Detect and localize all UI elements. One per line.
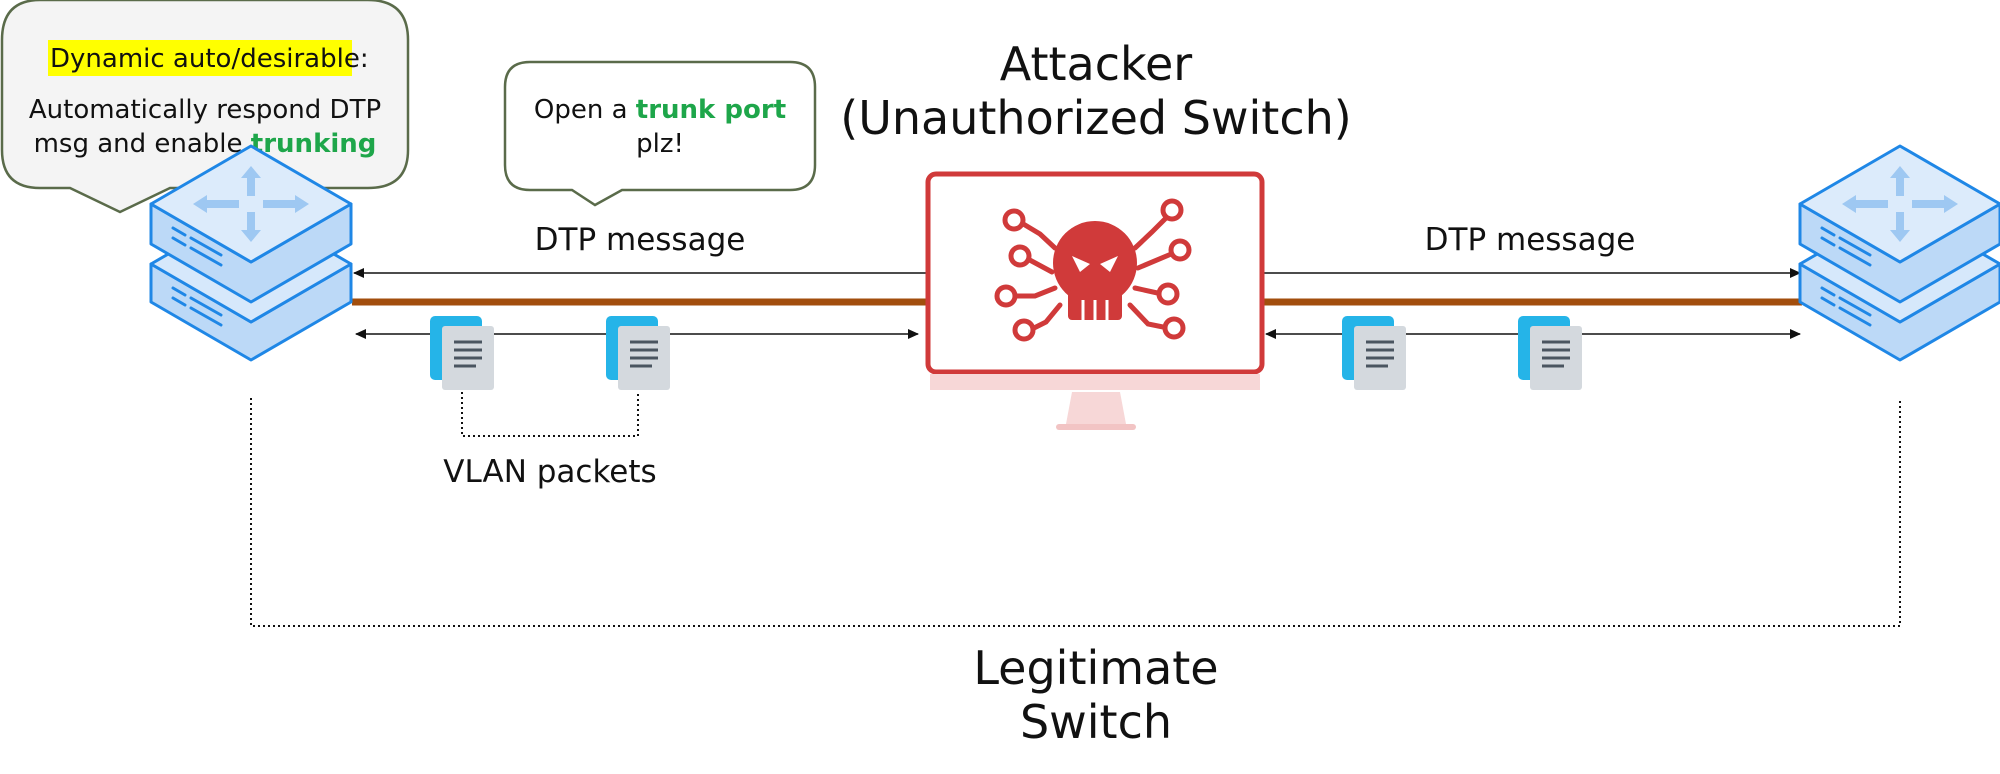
bubble-mid-trunk-port: trunk port <box>636 95 786 125</box>
bubble-mid: Open a trunk port plz! <box>503 60 817 207</box>
bubble-left: Dynamic auto/desirable: Automatically re… <box>0 0 410 214</box>
attacker-subtitle: (Unauthorized Switch) <box>840 91 1351 145</box>
svg-text:Open a trunk port: Open a trunk port <box>534 95 786 125</box>
bubble-mid-line2: plz! <box>636 129 684 159</box>
bubble-mid-line1: Open a <box>534 95 636 125</box>
bubble-left-line2: Automatically respond DTP <box>29 95 381 125</box>
legitimate-label-line2: Switch <box>1020 695 1172 749</box>
bubble-left-line3: msg and enable <box>34 129 251 159</box>
attacker-monitor-icon <box>925 171 1265 430</box>
dtp-label-right: DTP message <box>1425 222 1636 258</box>
packet-icon-2 <box>606 316 670 390</box>
dtp-label-left: DTP message <box>535 222 746 258</box>
vlan-packets-label: VLAN packets <box>443 454 656 490</box>
skull-icon <box>994 198 1192 342</box>
packet-icon-3 <box>1342 316 1406 390</box>
packet-icon-1 <box>430 316 494 390</box>
attacker-title: Attacker <box>1000 37 1193 91</box>
legitimate-link <box>250 398 1901 627</box>
legitimate-label-line1: Legitimate <box>973 641 1218 695</box>
bubble-left-trunking: trunking <box>251 129 377 159</box>
switch-right-icon <box>1798 144 2000 362</box>
svg-text:msg and enable trunking: msg and enable trunking <box>34 129 377 159</box>
highlight-box <box>48 40 352 76</box>
switch-left-icon <box>149 144 353 362</box>
packet-icon-4 <box>1518 316 1582 390</box>
bubble-left-colon: : <box>360 44 369 74</box>
vlan-bracket <box>461 392 639 437</box>
svg-text:Dynamic auto/desirable:: Dynamic auto/desirable: <box>50 44 369 74</box>
bubble-left-highlight: Dynamic auto/desirable <box>50 44 360 74</box>
